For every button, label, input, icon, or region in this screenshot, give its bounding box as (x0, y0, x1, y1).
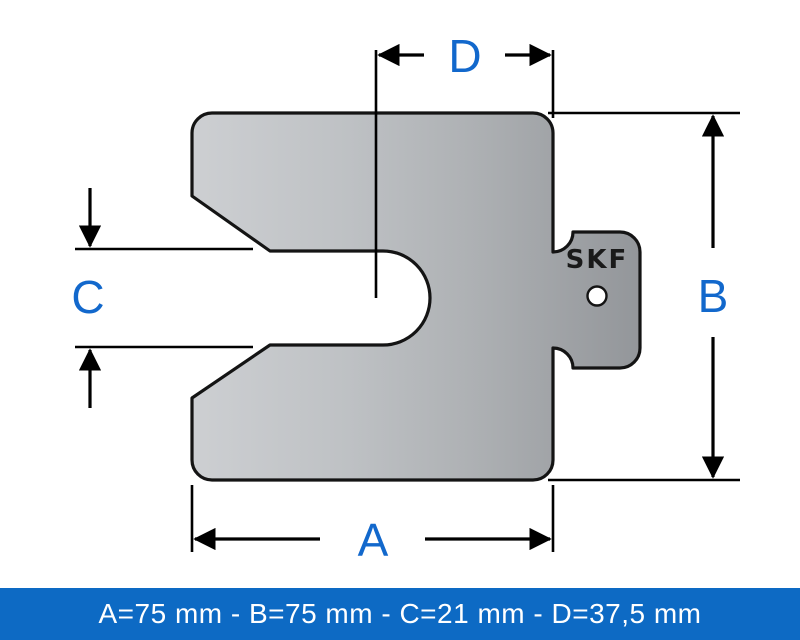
caption-bar: A=75 mm - B=75 mm - C=21 mm - D=37,5 mm (0, 588, 800, 640)
mounting-hole (586, 285, 608, 307)
dimension-b-label: B (698, 270, 729, 322)
skf-logo-text: SKF (566, 245, 629, 275)
dimension-c-group: C (71, 188, 253, 408)
dimension-a-label: A (358, 514, 389, 566)
dimension-d-group: D (374, 30, 555, 298)
shim-plate-outline (190, 111, 642, 482)
caption-dimensions-text: A=75 mm - B=75 mm - C=21 mm - D=37,5 mm (98, 598, 702, 629)
dimension-c-label: C (71, 271, 104, 323)
dimension-a-group: A (190, 485, 555, 566)
dimension-b-group: B (548, 111, 740, 482)
dimension-d-label: D (448, 30, 481, 82)
shim-plate-shape: SKF (190, 111, 642, 482)
